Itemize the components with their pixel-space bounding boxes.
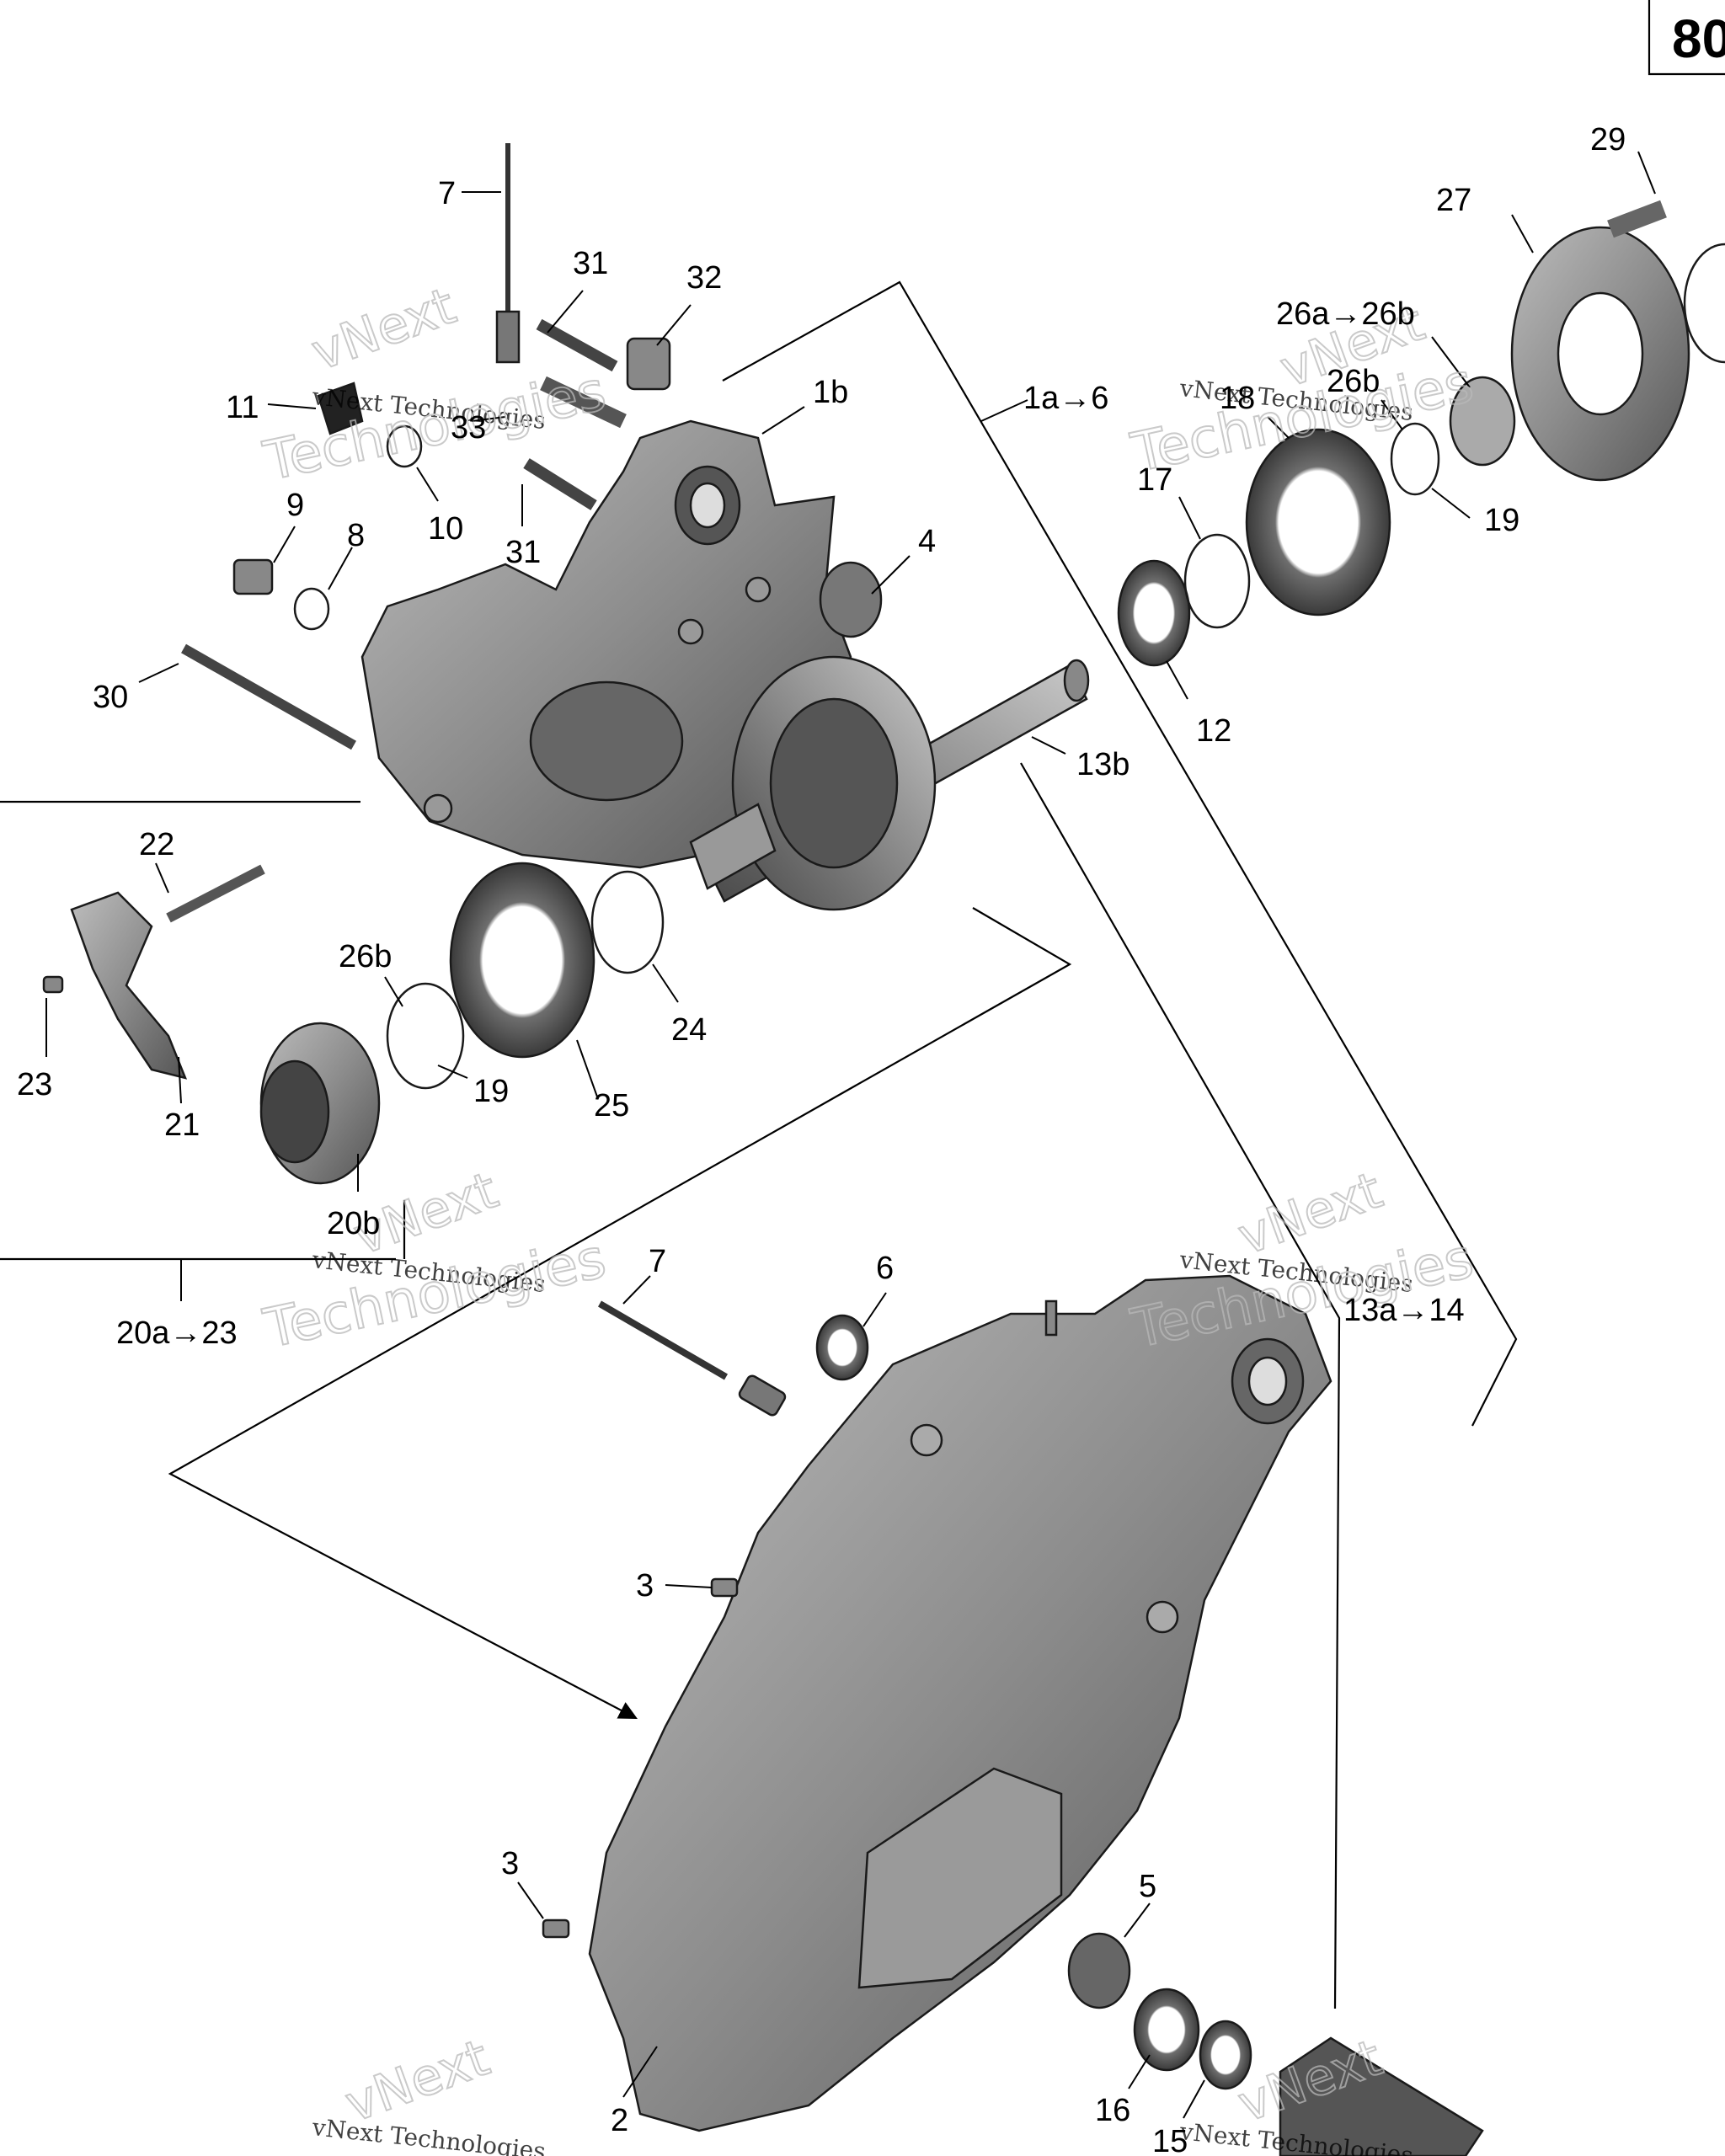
callout-12: 12 <box>1196 713 1231 749</box>
callout-32: 32 <box>686 260 722 296</box>
callout-31-bottom: 31 <box>505 535 541 570</box>
callout-27: 27 <box>1436 183 1471 218</box>
callout-19-lower: 19 <box>473 1074 509 1109</box>
callout-3-upper: 3 <box>636 1568 654 1604</box>
group-label-13a-14: 13a→14 <box>1343 1293 1465 1328</box>
callout-25: 25 <box>594 1088 629 1123</box>
callout-5: 5 <box>1139 1869 1156 1904</box>
callout-30: 30 <box>93 680 128 715</box>
callout-6: 6 <box>876 1251 894 1286</box>
callout-10: 10 <box>428 511 463 547</box>
callout-26b-lower: 26b <box>339 939 392 974</box>
page-number: 80 <box>1672 8 1725 69</box>
callout-20b: 20b <box>327 1206 380 1241</box>
callout-17: 17 <box>1137 462 1172 498</box>
leader-lines <box>45 151 1656 2119</box>
callout-23: 23 <box>17 1067 52 1102</box>
callout-8: 8 <box>347 518 365 553</box>
watermark-big: Technologies <box>259 1228 611 1361</box>
watermark-brand: vNext <box>304 276 463 382</box>
callout-33: 33 <box>451 410 486 446</box>
upper-housing <box>360 419 852 869</box>
callout-11: 11 <box>226 390 259 425</box>
callout-1b: 1b <box>813 375 848 410</box>
callout-labels: 7 31 32 1b 1a→6 11 33 10 31 9 8 30 4 13b… <box>17 122 1626 2156</box>
watermark-big: Technologies <box>259 360 611 494</box>
group-label-20a-23: 20a→23 <box>116 1315 238 1351</box>
callout-29: 29 <box>1590 122 1626 157</box>
callout-22: 22 <box>139 827 174 862</box>
callout-4: 4 <box>918 524 936 559</box>
callout-7-lower: 7 <box>649 1244 666 1279</box>
callout-16: 16 <box>1095 2093 1130 2128</box>
lower-housing <box>588 1274 1332 2132</box>
callout-2: 2 <box>611 2103 628 2138</box>
callout-13b: 13b <box>1076 747 1130 782</box>
callout-31-top: 31 <box>573 246 608 281</box>
callout-18: 18 <box>1220 381 1255 416</box>
callout-19-upper: 19 <box>1484 503 1519 538</box>
group-frames <box>0 280 1518 2009</box>
group-label-26a-26b: 26a→26b <box>1276 296 1415 332</box>
callout-3-lower: 3 <box>501 1846 519 1881</box>
page-number-box: 80 <box>1648 0 1725 76</box>
callout-21: 21 <box>164 1107 200 1143</box>
gear-shaft <box>689 655 1090 911</box>
callout-7-top: 7 <box>438 176 456 211</box>
callout-24: 24 <box>671 1012 707 1048</box>
callout-26b-upper: 26b <box>1327 364 1380 399</box>
watermark-line: vNext Technologies <box>310 2113 547 2156</box>
callout-9: 9 <box>286 488 304 523</box>
callout-15: 15 <box>1152 2124 1188 2156</box>
group-label-1a-6: 1a→6 <box>1023 381 1108 416</box>
small-parts <box>42 143 1725 2156</box>
